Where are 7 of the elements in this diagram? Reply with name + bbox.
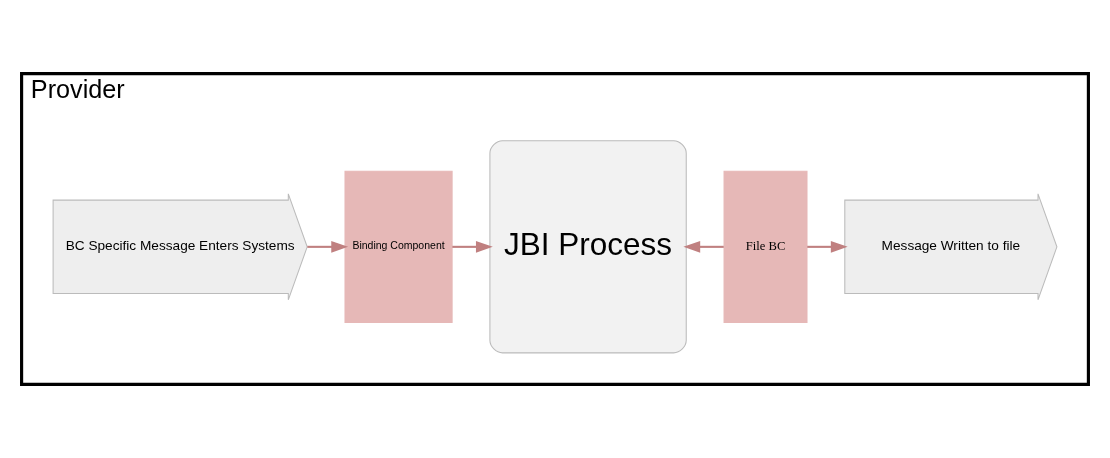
node-box: JBI Process	[489, 140, 687, 354]
arrow	[683, 240, 724, 253]
arrow	[807, 240, 848, 253]
node-box: Binding Component	[344, 170, 453, 323]
node-box: File BC	[723, 170, 808, 323]
arrow	[452, 240, 493, 253]
arrow	[307, 240, 349, 253]
